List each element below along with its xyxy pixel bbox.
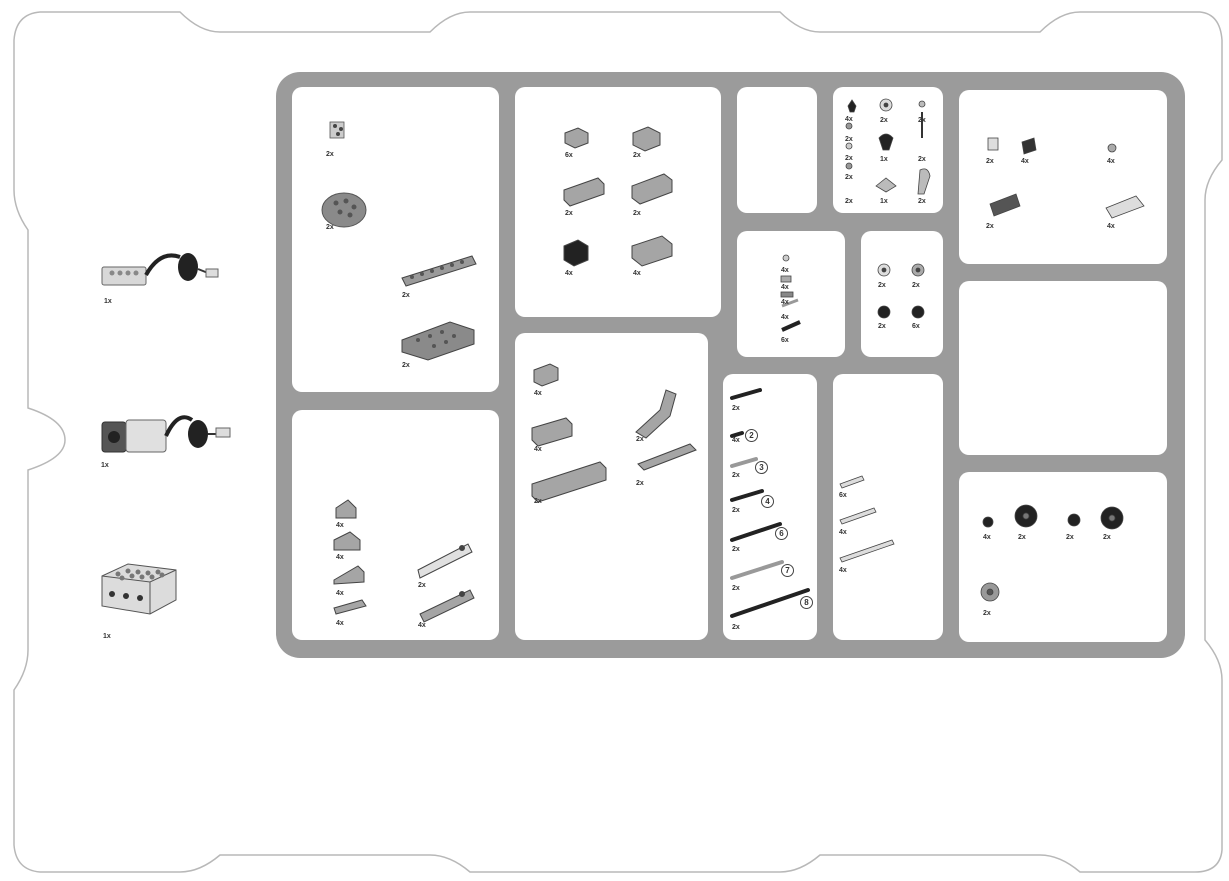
c11-qty-label: 2x bbox=[986, 223, 994, 230]
c13-qty-label: 2x bbox=[1103, 534, 1111, 541]
c4-qty-label: 2x bbox=[534, 498, 542, 505]
c4-qty-label: 2x bbox=[636, 436, 644, 443]
axle-length-badge: 2 bbox=[745, 429, 758, 442]
axle-length-badge: 3 bbox=[755, 461, 768, 474]
c6-qty-label: 2x bbox=[918, 198, 926, 205]
c13-qty-label: 2x bbox=[983, 610, 991, 617]
c6-qty-label: 2x bbox=[845, 136, 853, 143]
axle-length-badge: 4 bbox=[761, 495, 774, 508]
c1-qty-label: 2x bbox=[326, 151, 334, 158]
c1-qty-label: 2x bbox=[402, 292, 410, 299]
c3-qty-label: 2x bbox=[565, 210, 573, 217]
c11-qty-label: 4x bbox=[1107, 223, 1115, 230]
compartment-2 bbox=[292, 410, 499, 640]
c9-qty-label: 2x bbox=[732, 624, 740, 631]
c6-qty-label: 2x bbox=[845, 174, 853, 181]
c9-qty-label: 2x bbox=[732, 472, 740, 479]
c11-qty-label: 4x bbox=[1021, 158, 1029, 165]
c1-qty-label: 2x bbox=[402, 362, 410, 369]
c3-qty-label: 2x bbox=[633, 210, 641, 217]
compartment-11 bbox=[959, 90, 1167, 264]
c8-qty-label: 2x bbox=[878, 323, 886, 330]
c3-qty-label: 2x bbox=[633, 152, 641, 159]
c7-qty-label: 4x bbox=[781, 299, 789, 306]
c6-qty-label: 4x bbox=[845, 116, 853, 123]
c9-qty-label: 2x bbox=[732, 546, 740, 553]
c6-qty-label: 1x bbox=[880, 198, 888, 205]
c7-qty-label: 4x bbox=[781, 284, 789, 291]
c4-qty-label: 2x bbox=[636, 480, 644, 487]
c2-qty-label: 4x bbox=[418, 622, 426, 629]
c6-qty-label: 2x bbox=[845, 155, 853, 162]
c4-qty-label: 4x bbox=[534, 446, 542, 453]
c8-qty-label: 6x bbox=[912, 323, 920, 330]
c10-qty-label: 4x bbox=[839, 529, 847, 536]
c2-qty-label: 2x bbox=[418, 582, 426, 589]
c10-qty-label: 4x bbox=[839, 567, 847, 574]
c1-qty-label: 2x bbox=[326, 224, 334, 231]
c6-qty-label: 2x bbox=[918, 156, 926, 163]
c4-qty-label: 4x bbox=[534, 390, 542, 397]
compartment-3 bbox=[515, 87, 721, 317]
c7-qty-label: 6x bbox=[781, 337, 789, 344]
c13-qty-label: 2x bbox=[1066, 534, 1074, 541]
c11-qty-label: 4x bbox=[1107, 158, 1115, 165]
c2-qty-label: 4x bbox=[336, 620, 344, 627]
c6-qty-label: 2x bbox=[845, 198, 853, 205]
c7-qty-label: 4x bbox=[781, 267, 789, 274]
c6-qty-label: 2x bbox=[880, 117, 888, 124]
axle-length-badge: 8 bbox=[800, 596, 813, 609]
c3-qty-label: 6x bbox=[565, 152, 573, 159]
c6-qty-label: 1x bbox=[880, 156, 888, 163]
axle-length-badge: 7 bbox=[781, 564, 794, 577]
c9-qty-label: 4x bbox=[732, 437, 740, 444]
c2-qty-label: 4x bbox=[336, 554, 344, 561]
c10-qty-label: 6x bbox=[839, 492, 847, 499]
c9-qty-label: 2x bbox=[732, 585, 740, 592]
c8-qty-label: 2x bbox=[878, 282, 886, 289]
c9-qty-label: 2x bbox=[732, 405, 740, 412]
c9-qty-label: 2x bbox=[732, 507, 740, 514]
c7-qty-label: 4x bbox=[781, 314, 789, 321]
compartment-12 bbox=[959, 281, 1167, 455]
compartment-5 bbox=[737, 87, 817, 213]
c8-qty-label: 2x bbox=[912, 282, 920, 289]
c3-qty-label: 4x bbox=[633, 270, 641, 277]
compartment-8 bbox=[861, 231, 943, 357]
c13-qty-label: 2x bbox=[1018, 534, 1026, 541]
c11-qty-label: 2x bbox=[986, 158, 994, 165]
c2-qty-label: 4x bbox=[336, 522, 344, 529]
c2-qty-label: 4x bbox=[336, 590, 344, 597]
axle-length-badge: 6 bbox=[775, 527, 788, 540]
c3-qty-label: 4x bbox=[565, 270, 573, 277]
c13-qty-label: 4x bbox=[983, 534, 991, 541]
c6-qty-label: 2x bbox=[918, 117, 926, 124]
compartment-10 bbox=[833, 374, 943, 640]
